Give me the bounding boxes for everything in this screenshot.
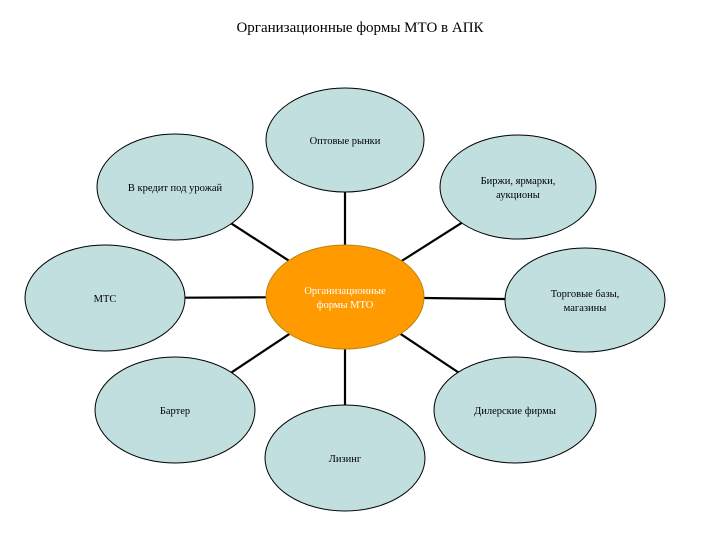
node-shape-wholesale	[265, 87, 425, 193]
diagram-title: Организационные формы МТО в АПК	[236, 20, 484, 36]
node-wholesale: Оптовые рынки	[265, 87, 425, 193]
connector-trade-bases	[423, 296, 506, 301]
node-shape-leasing	[264, 404, 426, 512]
connector-credit	[230, 222, 290, 262]
center-node-label: Организационные	[304, 286, 386, 297]
center-node-shape	[265, 244, 425, 350]
node-shape-trade-bases	[504, 247, 666, 353]
node-label-credit: В кредит под урожай	[128, 183, 223, 194]
connector-dealers	[399, 333, 459, 374]
node-label-exchanges: аукционы	[496, 190, 540, 201]
node-trade-bases: Торговые базы, магазины	[504, 247, 666, 353]
node-shape-exchanges	[439, 134, 597, 240]
node-leasing: Лизинг	[264, 404, 426, 512]
node-label-exchanges: Биржи, ярмарки,	[481, 176, 556, 187]
node-label-leasing: Лизинг	[329, 454, 362, 465]
node-label-wholesale: Оптовые рынки	[310, 136, 381, 147]
node-label-trade-bases: Торговые базы,	[551, 289, 620, 300]
node-barter: Бартер	[94, 356, 256, 464]
center-node-label: формы МТО	[317, 300, 374, 311]
node-credit: В кредит под урожай	[96, 133, 254, 241]
node-shape-mts	[24, 244, 186, 352]
connector-barter	[230, 333, 291, 374]
node-dealers: Дилерские фирмы	[433, 356, 597, 464]
node-label-barter: Бартер	[160, 406, 190, 417]
node-mts: МТС	[24, 244, 186, 352]
node-shape-barter	[94, 356, 256, 464]
node-label-dealers: Дилерские фирмы	[474, 406, 556, 417]
node-label-trade-bases: магазины	[564, 303, 607, 314]
node-shape-credit	[96, 133, 254, 241]
center-node: Организационные формы МТО	[265, 244, 425, 350]
node-exchanges: Биржи, ярмарки, аукционы	[439, 134, 597, 240]
node-shape-dealers	[433, 356, 597, 464]
connectors	[184, 192, 506, 405]
connector-exchanges	[401, 221, 463, 262]
node-label-mts: МТС	[94, 294, 117, 305]
